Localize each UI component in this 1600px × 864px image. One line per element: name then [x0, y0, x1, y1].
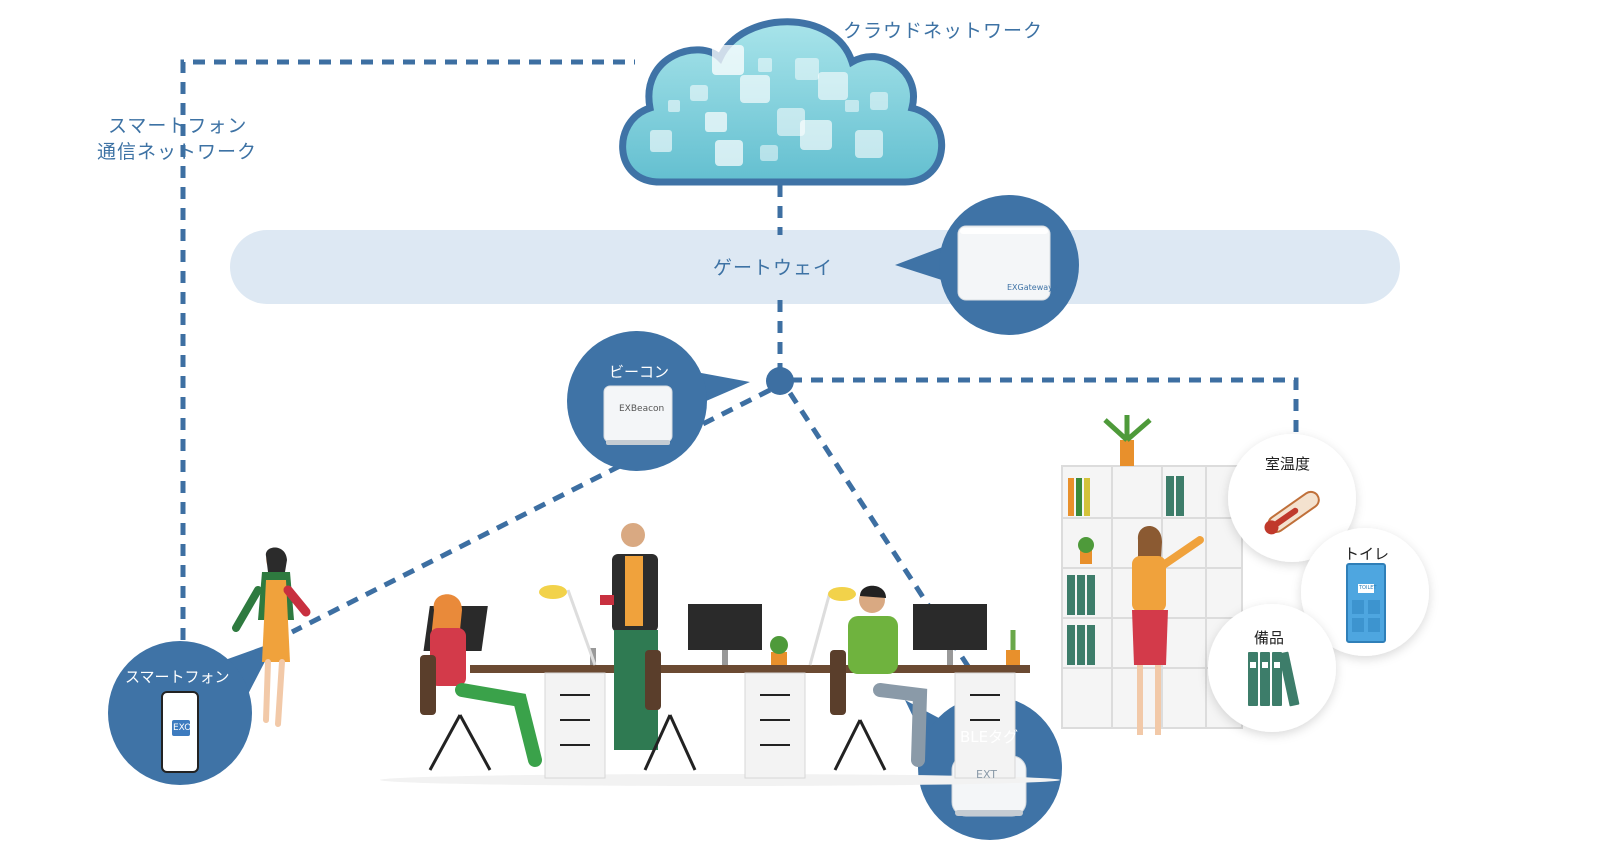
cloud-icon	[619, 18, 946, 186]
seated-woman	[420, 594, 542, 771]
ble-tag-device-text: EXT	[976, 768, 998, 781]
beacon-device-text: EXBeacon	[619, 404, 665, 414]
walking-woman	[232, 547, 311, 727]
office-desks	[423, 585, 1030, 779]
gateway-bubble	[895, 195, 1079, 335]
smartphone-network-line	[180, 59, 635, 640]
smartphone-screen-text: EXO	[173, 723, 192, 733]
cloud-label: クラウドネットワーク	[843, 20, 1044, 42]
smartphone-label: スマートフォン	[125, 668, 230, 686]
temperature-label: 室温度	[1265, 455, 1311, 473]
toilet-label: トイレ	[1344, 545, 1390, 563]
smartphone-network-label-line2: 通信ネットワーク	[97, 141, 258, 163]
ble-tag-label: BLEタグ	[960, 728, 1019, 746]
toilet-bubble	[1301, 528, 1429, 656]
temperature-bubble	[1228, 434, 1356, 562]
smartphone-network-label-line1: スマートフォン	[108, 115, 248, 137]
woman-at-shelf	[1132, 526, 1204, 735]
standing-man	[600, 523, 658, 750]
gateway-label: ゲートウェイ	[713, 257, 834, 279]
hub-node	[766, 367, 794, 395]
beacon-bubble	[567, 331, 750, 471]
gateway-device-text: EXGateway+	[1007, 283, 1060, 292]
toilet-sign-text: TOILET	[1359, 585, 1377, 591]
beacon-label: ビーコン	[609, 363, 670, 381]
gateway-band	[230, 230, 1400, 304]
seated-man	[643, 585, 928, 771]
equipment-bubble	[1208, 604, 1336, 732]
smartphone-bubble	[108, 641, 275, 785]
hub-to-sensors-line	[790, 377, 1299, 432]
equipment-label: 備品	[1254, 629, 1285, 647]
